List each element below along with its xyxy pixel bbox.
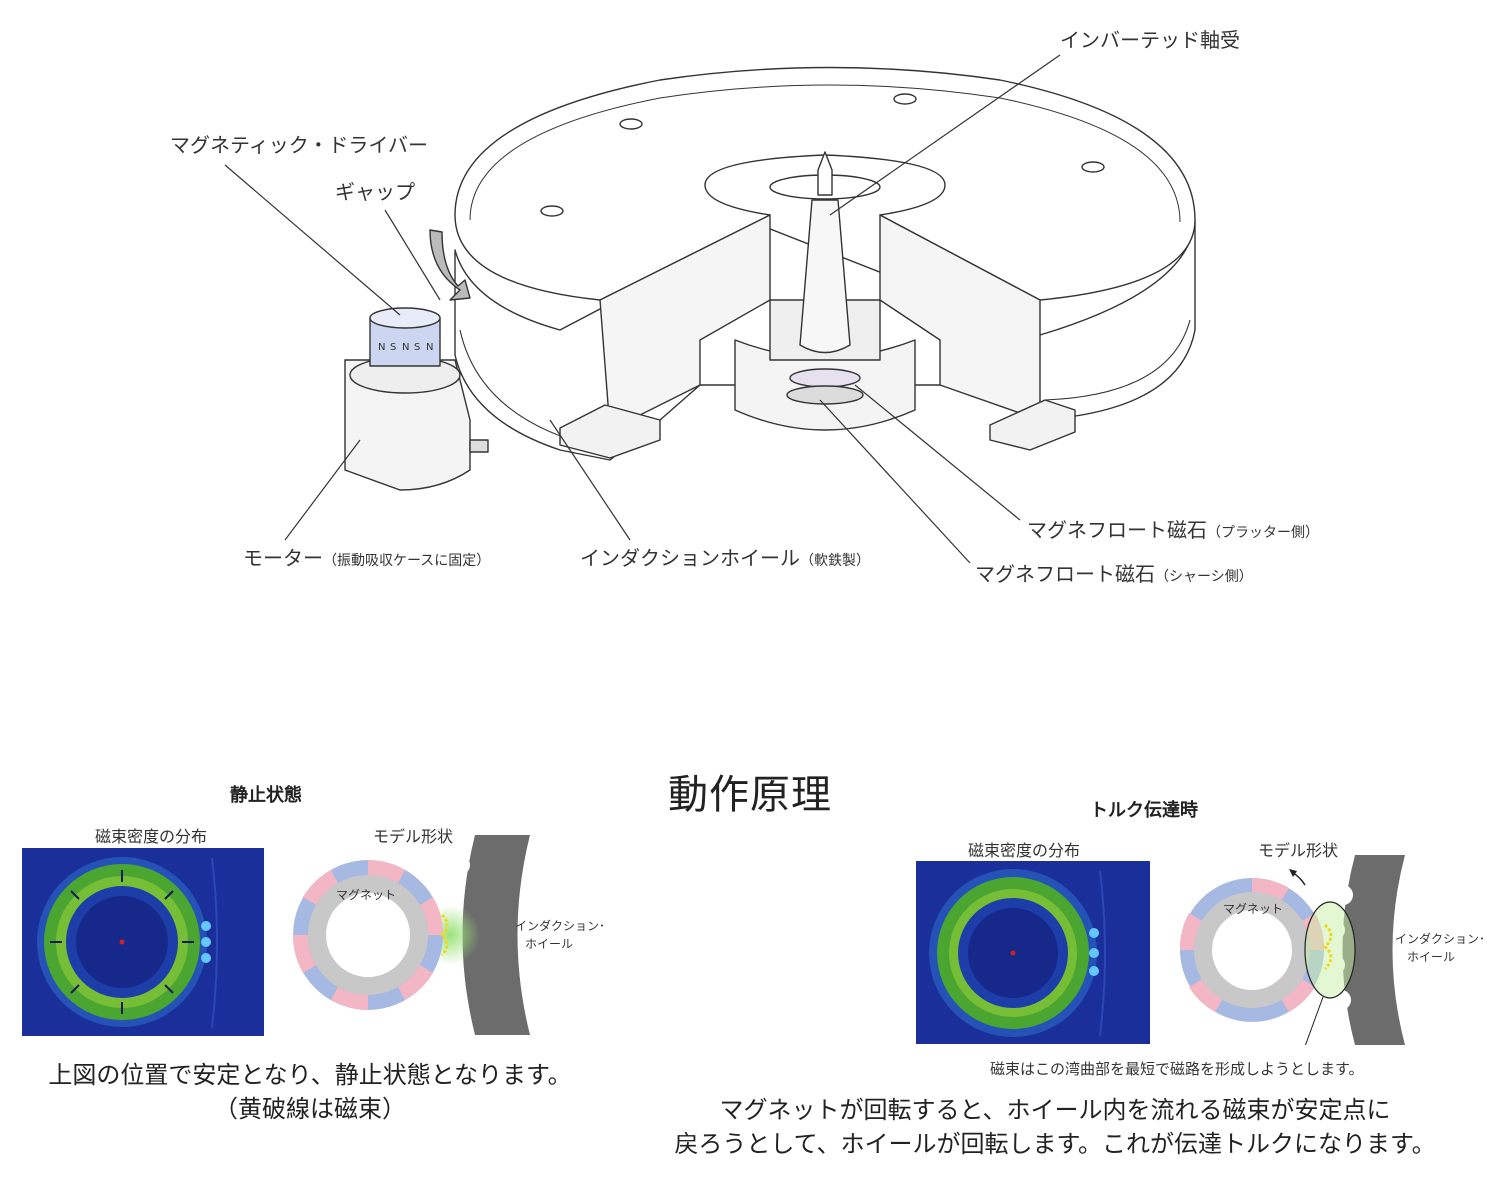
- static-caption: 上図の位置で安定となり、静止状態となります。 （黄破線は磁束）: [0, 1058, 620, 1126]
- label-induction-wheel: インダクションホイール（軟鉄製）: [580, 548, 870, 568]
- platter-hole: [619, 118, 643, 130]
- static-induction-wheel: [462, 835, 530, 1035]
- foot-right: [989, 399, 1076, 451]
- label-inverted-bearing: インバーテッド軸受: [1060, 28, 1240, 52]
- platter-hole: [1081, 161, 1105, 173]
- label-induction-wheel-text: インダクションホイール: [580, 546, 800, 570]
- static-model: マグネット インダクション･ ホイール: [292, 835, 605, 1035]
- label-magnefloat-platter-text: マグネフロート磁石: [1027, 518, 1207, 542]
- static-caption-line2: （黄破線は磁束）: [214, 1095, 406, 1124]
- torque-wheel-label-1: インダクション･: [1395, 931, 1485, 946]
- platter-hole: [893, 93, 917, 105]
- pole-letter: S: [414, 342, 420, 353]
- magnetic-driver-top: [369, 307, 441, 329]
- static-wheel-label-1: インダクション･: [515, 918, 605, 933]
- torque-induction-wheel: [1342, 855, 1405, 1045]
- pole-letter: N: [378, 342, 385, 353]
- label-magnefloat-chassis-note: （シャーシ側）: [1155, 569, 1253, 585]
- pole-letter: S: [390, 342, 396, 353]
- label-magnefloat-platter: マグネフロート磁石（プラッター側）: [1027, 520, 1319, 540]
- rotation-arrow: [429, 229, 471, 301]
- torque-model: マグネット インダクション･ ホイール: [1179, 855, 1485, 1045]
- motor-body: [344, 359, 471, 491]
- static-flux-label: 磁束密度の分布: [95, 827, 208, 846]
- label-magnetic-driver: マグネティック・ドライバー: [170, 133, 428, 157]
- platter-hole: [540, 205, 564, 217]
- torque-caption-line2: 戻ろうとして、ホイールが回転します。これが伝達トルクになります。: [674, 1130, 1436, 1159]
- torque-note: 磁束はこの湾曲部を最短で磁路を形成しようとします。: [990, 1060, 1364, 1078]
- static-model-label: モデル形状: [373, 827, 454, 846]
- pole-letter: N: [402, 342, 409, 353]
- motor-connector: [469, 439, 489, 453]
- torque-model-label: モデル形状: [1258, 841, 1339, 860]
- turntable-illustration: N S N S N: [224, 54, 1196, 564]
- static-wheel-label-2: ホイール: [525, 937, 573, 951]
- driver-pole-letters: N S N S N: [378, 342, 433, 353]
- static-magnet-label: マグネット: [336, 888, 396, 902]
- torque-title: トルク伝達時: [1090, 800, 1198, 821]
- label-magnefloat-chassis-text: マグネフロート磁石: [975, 562, 1155, 586]
- static-title: 静止状態: [230, 785, 302, 806]
- torque-caption-line1: マグネットが回転すると、ホイール内を流れる磁束が安定点に: [719, 1096, 1391, 1124]
- label-motor-note: （振動吸収ケースに固定）: [323, 553, 491, 569]
- inverted-bearing-cone: [799, 199, 851, 354]
- label-induction-wheel-note: （軟鉄製）: [800, 553, 870, 569]
- principle-title: 動作原理: [668, 772, 832, 818]
- magnefloat-magnet-platter: [789, 368, 861, 388]
- torque-wheel-label-2: ホイール: [1407, 950, 1455, 964]
- label-motor-text: モーター: [243, 546, 323, 570]
- torque-magnet-label: マグネット: [1223, 902, 1283, 916]
- magnefloat-magnet-chassis: [786, 385, 864, 405]
- foot-left: [559, 404, 661, 459]
- torque-caption: マグネットが回転すると、ホイール内を流れる磁束が安定点に 戻ろうとして、ホイール…: [610, 1093, 1500, 1161]
- label-magnefloat-platter-note: （プラッター側）: [1207, 525, 1319, 541]
- static-caption-line1: 上図の位置で安定となり、静止状態となります。: [48, 1061, 572, 1089]
- leader-lines: [224, 54, 1061, 564]
- pole-letter: N: [426, 342, 433, 353]
- label-magnefloat-chassis: マグネフロート磁石（シャーシ側）: [975, 564, 1253, 584]
- static-flux-map: [22, 848, 264, 1036]
- label-gap: ギャップ: [335, 180, 415, 204]
- label-motor: モーター（振動吸収ケースに固定）: [243, 548, 490, 568]
- torque-flux-map: [916, 861, 1150, 1044]
- torque-flux-label: 磁束密度の分布: [968, 841, 1081, 860]
- torque-rotation-arrow: [1292, 872, 1306, 886]
- torque-highlight-ellipse: [1304, 901, 1356, 999]
- spindle-tip: [817, 151, 833, 196]
